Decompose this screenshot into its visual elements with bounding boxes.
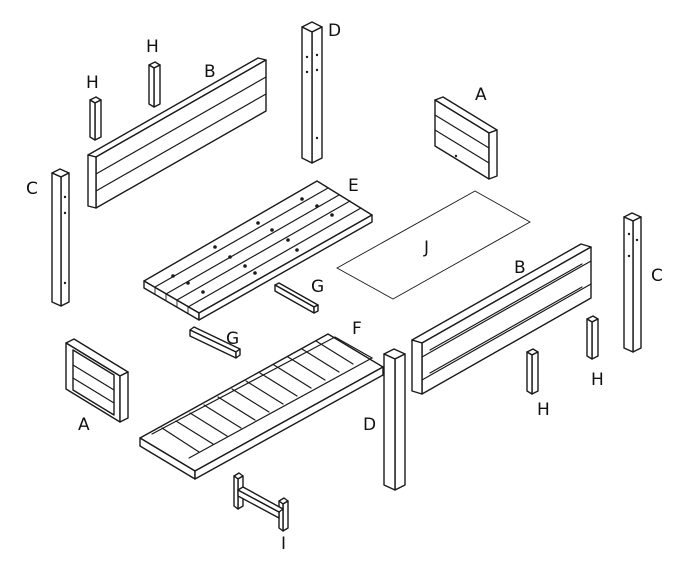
label-d-bottom: D — [363, 415, 376, 435]
label-h-left: H — [86, 73, 99, 93]
part-e-deck — [143, 180, 373, 321]
label-b-right: B — [514, 258, 526, 278]
part-a-bottom — [65, 338, 129, 423]
label-d-top: D — [328, 21, 341, 41]
label-i: I — [281, 534, 286, 554]
label-b-left: B — [204, 62, 216, 82]
part-b-right — [411, 243, 592, 395]
part-d-bottom — [383, 348, 406, 491]
part-c-left — [51, 168, 70, 307]
part-g-lower — [189, 326, 241, 359]
label-e: E — [348, 176, 359, 196]
part-h-right-2 — [586, 315, 599, 360]
part-h-right-1 — [526, 348, 539, 395]
label-a-top: A — [475, 85, 487, 105]
label-c-right: C — [651, 266, 663, 286]
part-h-left-1 — [89, 96, 102, 141]
label-a-bottom: A — [78, 415, 90, 435]
label-c-left: C — [26, 179, 38, 199]
label-h-top-left: H — [146, 37, 159, 57]
part-h-left-2 — [148, 61, 161, 108]
label-g-upper: G — [311, 277, 324, 297]
part-i-bracket — [233, 472, 289, 532]
part-f-ramp — [139, 333, 384, 480]
label-f: F — [352, 319, 362, 339]
label-j: J — [423, 238, 429, 258]
part-a-top — [434, 96, 498, 180]
part-b-left — [87, 57, 267, 209]
part-d-top — [301, 21, 323, 164]
part-g-upper — [274, 282, 319, 314]
label-g-lower: G — [226, 329, 239, 349]
part-c-right — [623, 212, 642, 353]
label-h-right-1: H — [591, 370, 604, 390]
label-h-right-2: H — [537, 400, 550, 420]
part-j-outline — [336, 190, 531, 300]
